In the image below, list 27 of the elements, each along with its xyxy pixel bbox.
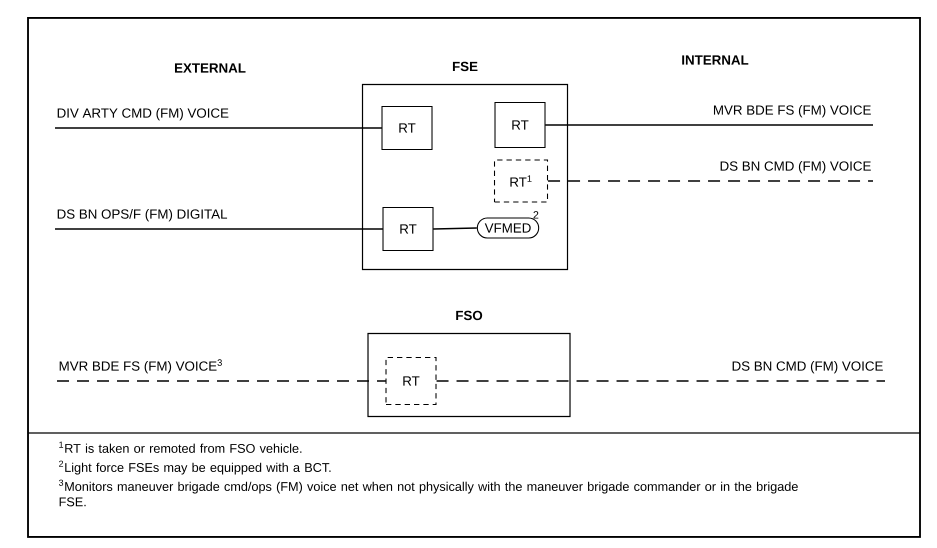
footnote: $^{3}$Monitors maneuver brigade cmd/ops (FM) voice net when not physically with the maneuver brigade commander or in the brigade FSE. xyxy=(58,480,798,506)
radio-box: RT xyxy=(385,356,437,406)
line-label: MVR BDE FS (FM) VOICE xyxy=(714,104,871,118)
column-heading: INTERNAL xyxy=(682,55,748,65)
device-pill: VFMED xyxy=(476,217,540,239)
line-label: MVR BDE FS (FM) VOICE$^{3}$ xyxy=(60,359,222,374)
radio-box: RT xyxy=(382,206,434,252)
line-label: DS BN CMD (FM) VOICE xyxy=(732,360,883,374)
connector-line xyxy=(548,180,873,182)
radio-box: RT xyxy=(494,102,546,148)
radio-box: RT$^{1}$ xyxy=(494,159,548,203)
node-label: FSE xyxy=(452,62,478,72)
footnote: $^{2}$Light force FSEs may be equipped with a BCT. xyxy=(59,460,331,475)
footnote: $^{1}$RT is taken or remoted from FSO vehicle. xyxy=(59,442,302,453)
connector-line xyxy=(546,124,873,126)
connector-line xyxy=(436,380,885,382)
footnote-mark: 2 xyxy=(533,211,538,219)
node-label: FSO xyxy=(456,310,482,320)
line-label: DIV ARTY CMD (FM) VOICE xyxy=(58,108,228,120)
connector-line xyxy=(55,228,382,230)
column-heading: EXTERNAL xyxy=(174,63,246,73)
line-label: DS BN CMD (FM) VOICE xyxy=(720,160,871,174)
connector-line xyxy=(57,380,386,382)
radio-box: RT xyxy=(381,106,433,150)
connector-line xyxy=(434,227,477,230)
connector-line xyxy=(55,127,382,129)
line-label: DS BN OPS/F (FM) DIGITAL xyxy=(58,208,228,222)
